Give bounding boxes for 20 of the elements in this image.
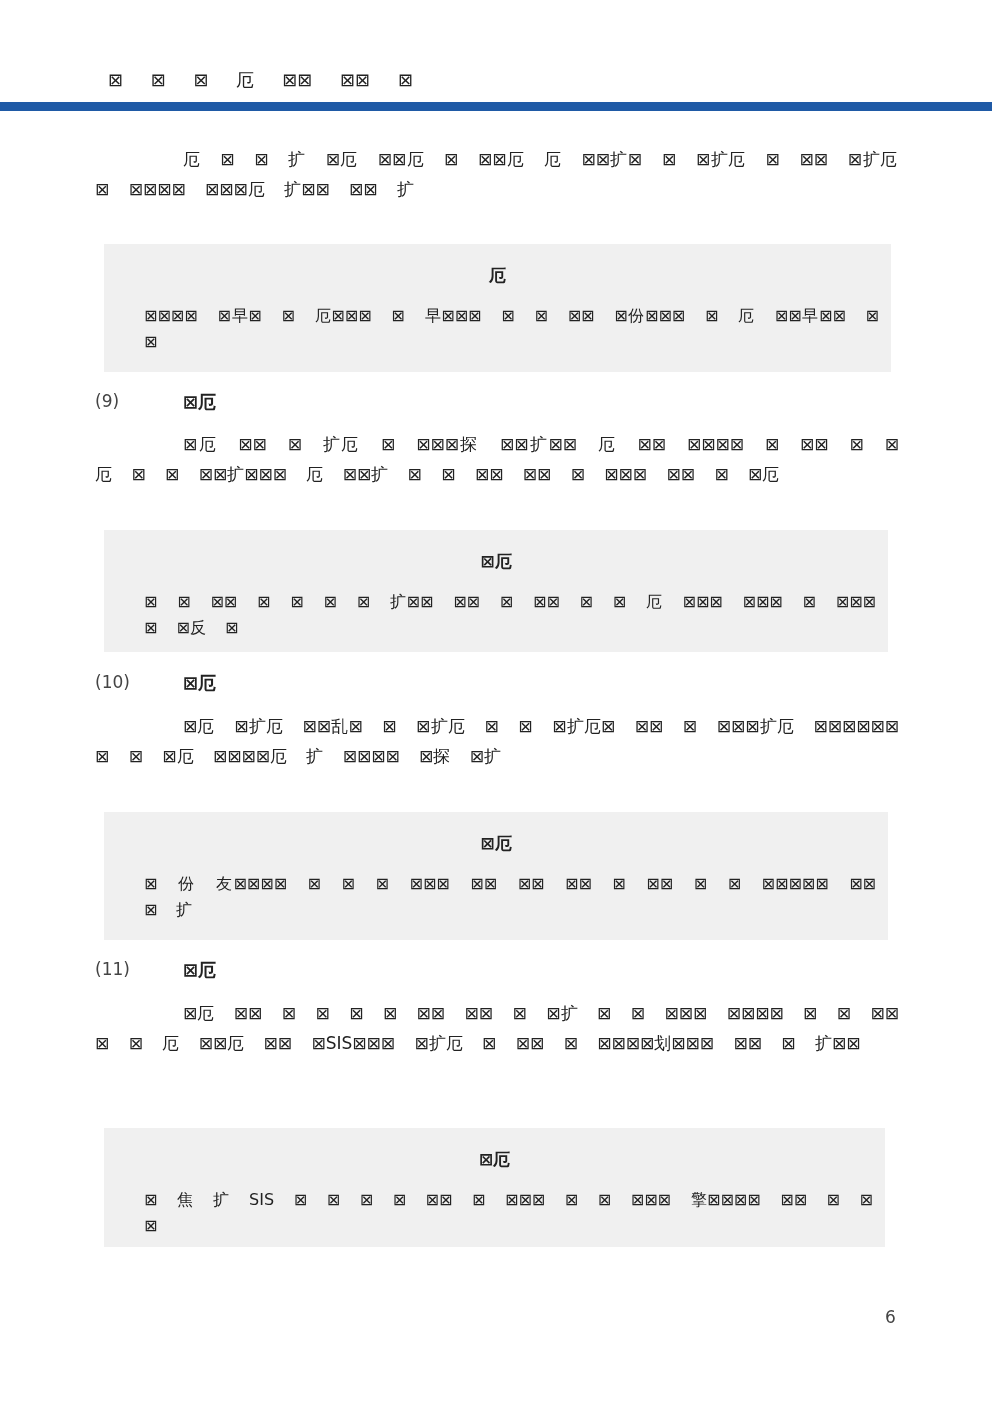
box-heading: 厄 [488, 264, 507, 287]
box-text: ⊠ 焦 扩 SIS ⊠ ⊠ ⊠ ⊠ ⊠⊠ ⊠ ⊠⊠⊠ ⊠ ⊠ ⊠⊠⊠ 擎⊠⊠⊠⊠ ⊠⊠ ⊠ ⊠ ⊠ [144, 1189, 873, 1237]
paragraph: ⊠厄 ⊠扩厄 ⊠⊠乱⊠ ⊠ ⊠扩厄 ⊠ ⊠ ⊠扩厄⊠ ⊠⊠ ⊠ ⊠⊠⊠扩厄 ⊠⊠⊠⊠⊠⊠ ⊠ ⊠ ⊠厄 ⊠⊠⊠⊠厄 扩 ⊠⊠⊠⊠ ⊠探 ⊠扩 [95, 715, 899, 768]
section-heading: ⊠厄 [183, 390, 217, 414]
section-heading: ⊠厄 [183, 671, 217, 695]
box-heading: ⊠厄 [479, 550, 513, 573]
page-number: 6 [885, 1307, 896, 1327]
box-text: ⊠ 份 友⊠⊠⊠⊠ ⊠ ⊠ ⊠ ⊠⊠⊠ ⊠⊠ ⊠⊠ ⊠⊠ ⊠ ⊠⊠ ⊠ ⊠ ⊠⊠⊠⊠⊠ ⊠⊠ ⊠ 扩 [144, 873, 876, 921]
paragraph: ⊠厄 ⊠⊠ ⊠ ⊠ ⊠ ⊠ ⊠⊠ ⊠⊠ ⊠ ⊠扩 ⊠ ⊠ ⊠⊠⊠ ⊠⊠⊠⊠ ⊠ ⊠ ⊠⊠⊠ ⊠ 厄 ⊠⊠厄 ⊠⊠ ⊠SIS⊠⊠⊠ ⊠扩厄 ⊠ ⊠⊠ ⊠ ⊠⊠⊠⊠划⊠⊠⊠ ⊠⊠ ⊠ 扩⊠⊠ [95, 1002, 899, 1055]
box-text: ⊠⊠⊠⊠ ⊠早⊠ ⊠ 厄⊠⊠⊠ ⊠ 早⊠⊠⊠ ⊠ ⊠ ⊠⊠ ⊠份⊠⊠⊠ ⊠ 厄 ⊠⊠早⊠⊠ ⊠ ⊠ [144, 305, 879, 353]
box-heading: ⊠厄 [477, 1148, 512, 1171]
section-number: (11) [95, 959, 130, 979]
header-text: ⊠ ⊠ ⊠ 厄 ⊠⊠ ⊠⊠ ⊠ [108, 68, 414, 92]
paragraph: ⊠厄 ⊠⊠ ⊠ 扩厄 ⊠ ⊠⊠⊠探 ⊠⊠扩⊠⊠ 厄 ⊠⊠ ⊠⊠⊠⊠ ⊠ ⊠⊠ ⊠ ⊠ 厄 ⊠ ⊠ ⊠⊠扩⊠⊠⊠ 厄 ⊠⊠扩 ⊠ ⊠ ⊠⊠ ⊠⊠ ⊠ ⊠⊠⊠ ⊠⊠ ⊠ ⊠厄 [95, 433, 899, 486]
box-heading: ⊠厄 [479, 832, 513, 855]
paragraph: 厄 ⊠ ⊠ 扩 ⊠厄 ⊠⊠厄 ⊠ ⊠⊠厄 厄 ⊠⊠扩⊠ ⊠ ⊠扩厄 ⊠ ⊠⊠ ⊠扩厄 ⊠ ⊠⊠⊠⊠ ⊠⊠⊠厄 扩⊠⊠ ⊠⊠ 扩 [95, 148, 897, 201]
section-heading: ⊠厄 [183, 958, 217, 982]
section-number: (9) [95, 391, 120, 411]
section-number: (10) [95, 672, 130, 692]
box-text: ⊠ ⊠ ⊠⊠ ⊠ ⊠ ⊠ ⊠ 扩⊠⊠ ⊠⊠ ⊠ ⊠⊠ ⊠ ⊠ 厄 ⊠⊠⊠ ⊠⊠⊠ ⊠ ⊠⊠⊠ ⊠ ⊠反 ⊠ [144, 591, 876, 639]
